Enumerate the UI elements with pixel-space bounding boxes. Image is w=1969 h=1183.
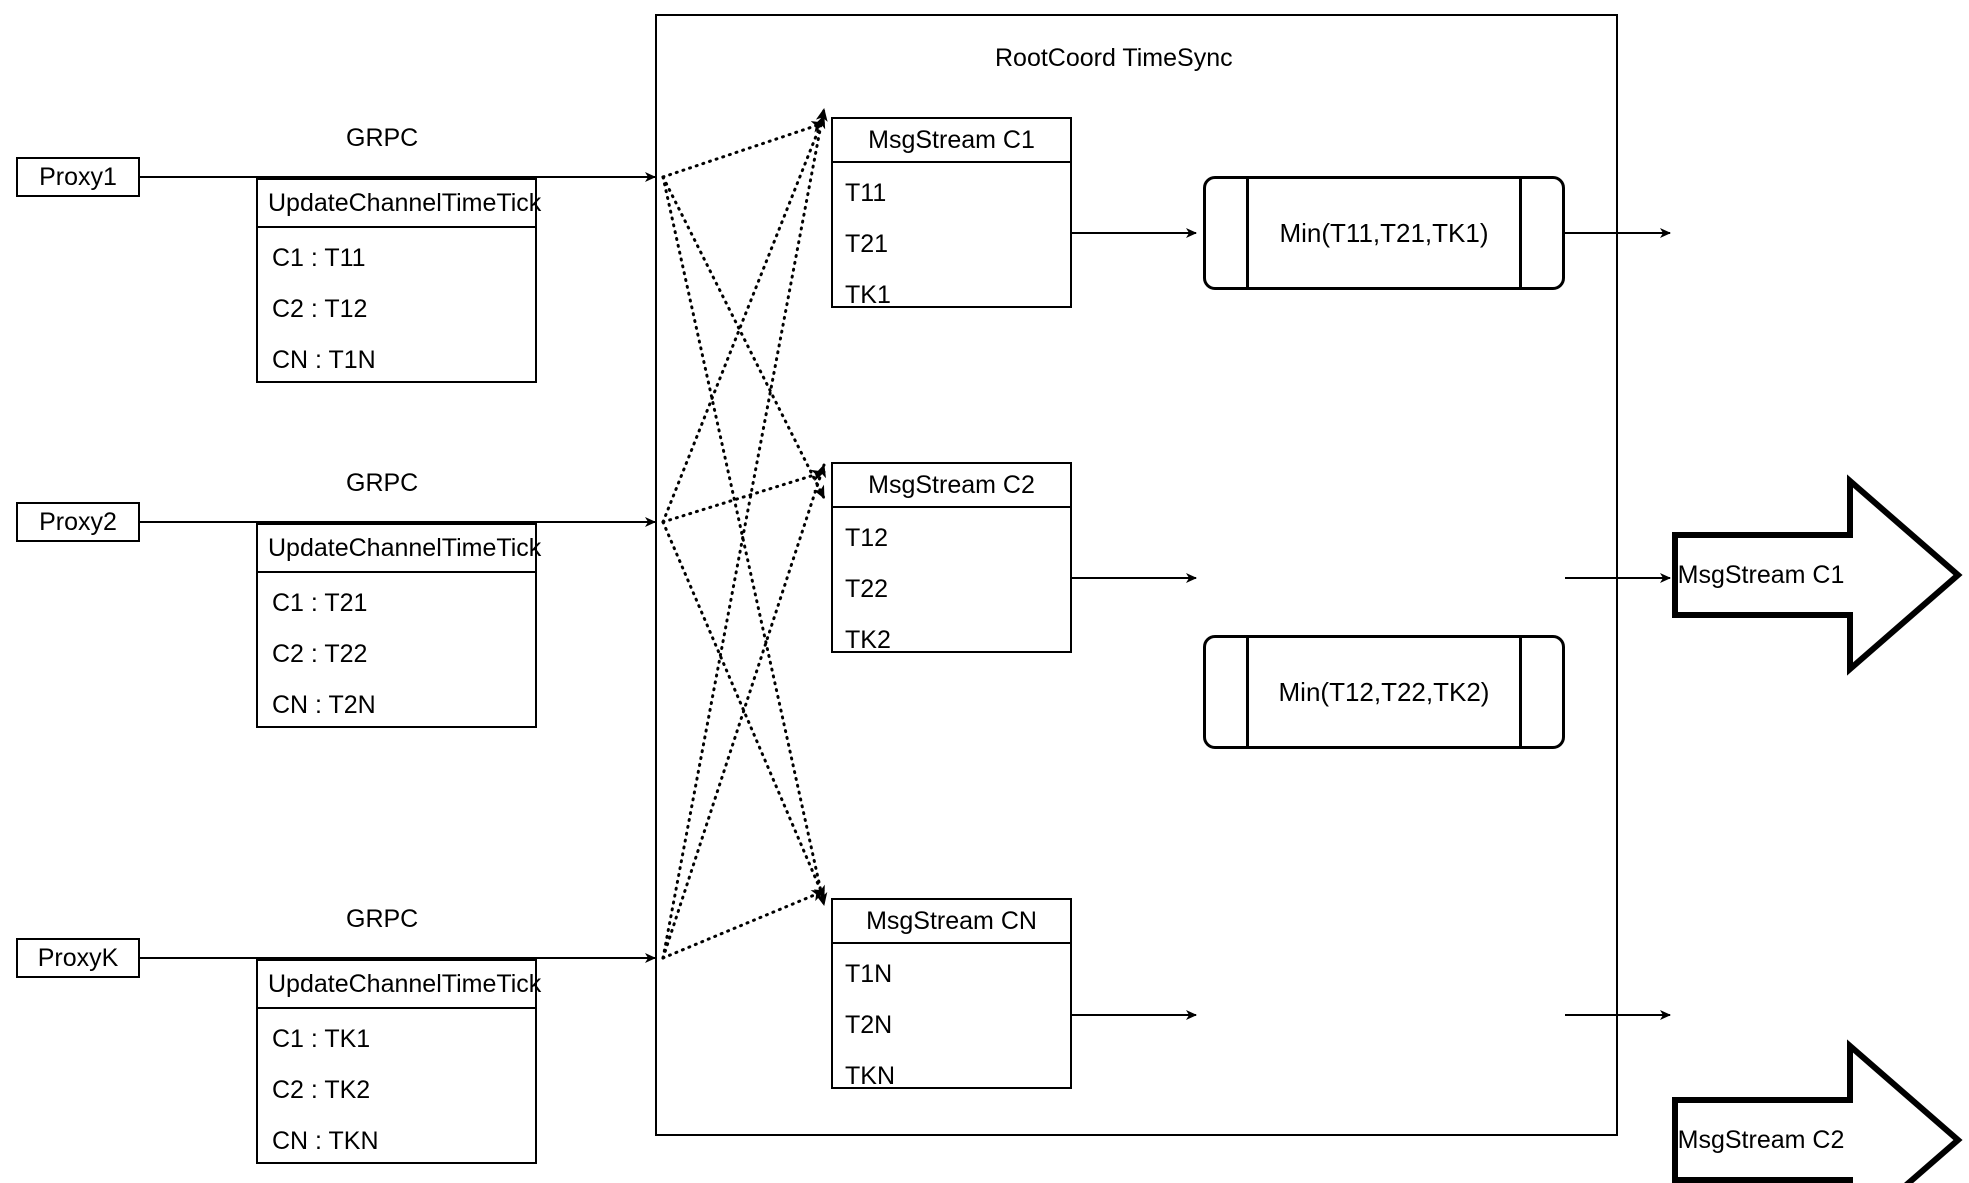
grpc-label-1: GRPC: [346, 469, 419, 497]
fanout-p2-c1: [661, 114, 826, 524]
request-row: C1 : TK1: [272, 1024, 371, 1053]
output-label: MsgStream C2: [1677, 1125, 1845, 1154]
msgstream-body-0: T11 T21 TK1: [833, 163, 1070, 315]
msgstream-header-0: MsgStream C1: [833, 119, 1070, 163]
block-arrow-shape: [1672, 474, 1963, 676]
msgstream-box-1: MsgStream C2 T12 T22 TK2: [831, 462, 1072, 653]
msgstream-header-1: MsgStream C2: [833, 464, 1070, 508]
request-body-1: C1 : T21 C2 : T22 CN : T2N: [258, 573, 535, 726]
min-process-label: Min(T11,T21,TK1): [1279, 217, 1489, 248]
timetick-fanout-connectors: [661, 107, 828, 960]
request-row: C1 : T11: [272, 243, 366, 272]
proxy-box-0[interactable]: Proxy1: [16, 157, 140, 197]
msgstream-header-2: MsgStream CN: [833, 900, 1070, 944]
proxy-label: ProxyK: [37, 943, 119, 972]
request-row: C2 : T22: [272, 639, 368, 668]
msgstream-body-1: T12 T22 TK2: [833, 508, 1070, 660]
msgstream-row: T22: [845, 574, 889, 603]
request-row: CN : T1N: [272, 345, 376, 374]
msgstream-row: TK1: [845, 280, 891, 309]
request-row: C2 : T12: [272, 294, 368, 323]
msgstream-row: T2N: [845, 1010, 893, 1039]
request-row: C2 : TK2: [272, 1075, 371, 1104]
request-row: C1 : T21: [272, 588, 368, 617]
request-body-2: C1 : TK1 C2 : TK2 CN : TKN: [258, 1009, 535, 1162]
proxy-label: Proxy2: [39, 507, 117, 536]
process-divider-right: [1519, 638, 1522, 746]
proxy-label: Proxy1: [39, 162, 117, 191]
min-process-1: Min(T12,T22,TK2): [1203, 635, 1565, 749]
min-process-0: Min(T11,T21,TK1): [1203, 176, 1565, 290]
msgstream-row: TKN: [845, 1061, 895, 1090]
output-label: MsgStream C1: [1677, 560, 1845, 589]
proxy-box-1[interactable]: Proxy2: [16, 502, 140, 542]
fanout-p2-c2: [661, 469, 826, 524]
grpc-label-2: GRPC: [346, 905, 419, 933]
msgstream-row: T12: [845, 523, 889, 552]
request-row: CN : TKN: [272, 1126, 379, 1155]
update-channel-timetick-box-1: UpdateChannelTimeTick C1 : T21 C2 : T22 …: [256, 523, 541, 728]
output-block-arrow-1: MsgStream C2: [1672, 1030, 1964, 1183]
fanout-p1-c1: [661, 121, 826, 179]
process-divider-right: [1519, 179, 1522, 287]
fanout-p1-cn: [661, 175, 828, 907]
request-header-1: UpdateChannelTimeTick: [258, 525, 541, 573]
msgstream-row: T11: [845, 178, 887, 207]
fanout-pk-cn: [661, 889, 826, 960]
request-body-0: C1 : T11 C2 : T12 CN : T1N: [258, 228, 535, 381]
msgstream-box-2: MsgStream CN T1N T2N TKN: [831, 898, 1072, 1089]
request-row: CN : T2N: [272, 690, 376, 719]
msgstream-row: T21: [845, 229, 889, 258]
msgstream-row: T1N: [845, 959, 893, 988]
update-channel-timetick-box-0: UpdateChannelTimeTick C1 : T11 C2 : T12 …: [256, 178, 541, 383]
msgstream-box-0: MsgStream C1 T11 T21 TK1: [831, 117, 1072, 308]
fanout-pk-c1: [661, 107, 828, 960]
rootcoord-timesync-title: RootCoord TimeSync: [995, 44, 1233, 72]
output-block-arrow-0: MsgStream C1: [1672, 465, 1964, 685]
grpc-label-0: GRPC: [346, 124, 419, 152]
process-divider-left: [1246, 179, 1249, 287]
process-divider-left: [1246, 638, 1249, 746]
request-header-2: UpdateChannelTimeTick: [258, 961, 541, 1009]
rootcoord-timesync-container: [655, 14, 1618, 1136]
update-channel-timetick-box-2: UpdateChannelTimeTick C1 : TK1 C2 : TK2 …: [256, 959, 541, 1164]
block-arrow-shape: [1672, 1039, 1963, 1183]
stream-to-process-connectors: [1072, 228, 1197, 1020]
proxy-box-2[interactable]: ProxyK: [16, 938, 140, 978]
msgstream-row: TK2: [845, 625, 891, 654]
request-header-0: UpdateChannelTimeTick: [258, 180, 541, 228]
msgstream-body-2: T1N T2N TKN: [833, 944, 1070, 1096]
min-process-label: Min(T12,T22,TK2): [1278, 676, 1490, 707]
fanout-pk-c2: [661, 463, 826, 960]
